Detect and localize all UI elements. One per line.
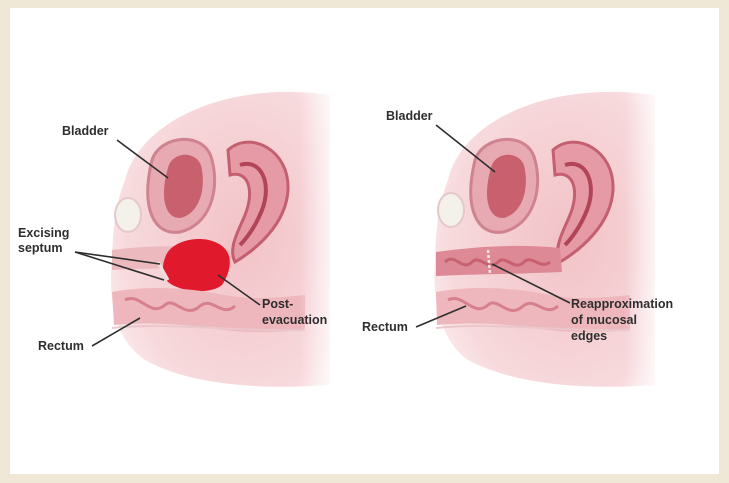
left-label-post-1: Post- [262, 297, 293, 311]
left-label-bladder: Bladder [62, 124, 109, 138]
left-panel: Bladder Excising septum Post- evacuation… [18, 90, 340, 390]
right-panel: Bladder Reapproximation of mucosal edges… [362, 90, 673, 390]
right-label-reapprox-1: Reapproximation [571, 297, 673, 311]
right-label-reapprox-2: of mucosal [571, 313, 637, 327]
right-label-reapprox-3: edges [571, 329, 607, 343]
left-label-rectum: Rectum [38, 339, 84, 353]
left-evacuated-blood [163, 239, 230, 291]
left-pubic-bone [115, 198, 141, 232]
left-label-excising-1: Excising [18, 226, 69, 240]
right-body-outline [434, 92, 655, 387]
left-body-outline [111, 92, 330, 387]
left-label-excising-2: septum [18, 241, 62, 255]
left-label-post-2: evacuation [262, 313, 327, 327]
right-label-bladder: Bladder [386, 109, 433, 123]
right-label-rectum: Rectum [362, 320, 408, 334]
right-pubic-bone [438, 193, 464, 227]
right-fade [625, 90, 665, 390]
left-fade [300, 90, 340, 390]
